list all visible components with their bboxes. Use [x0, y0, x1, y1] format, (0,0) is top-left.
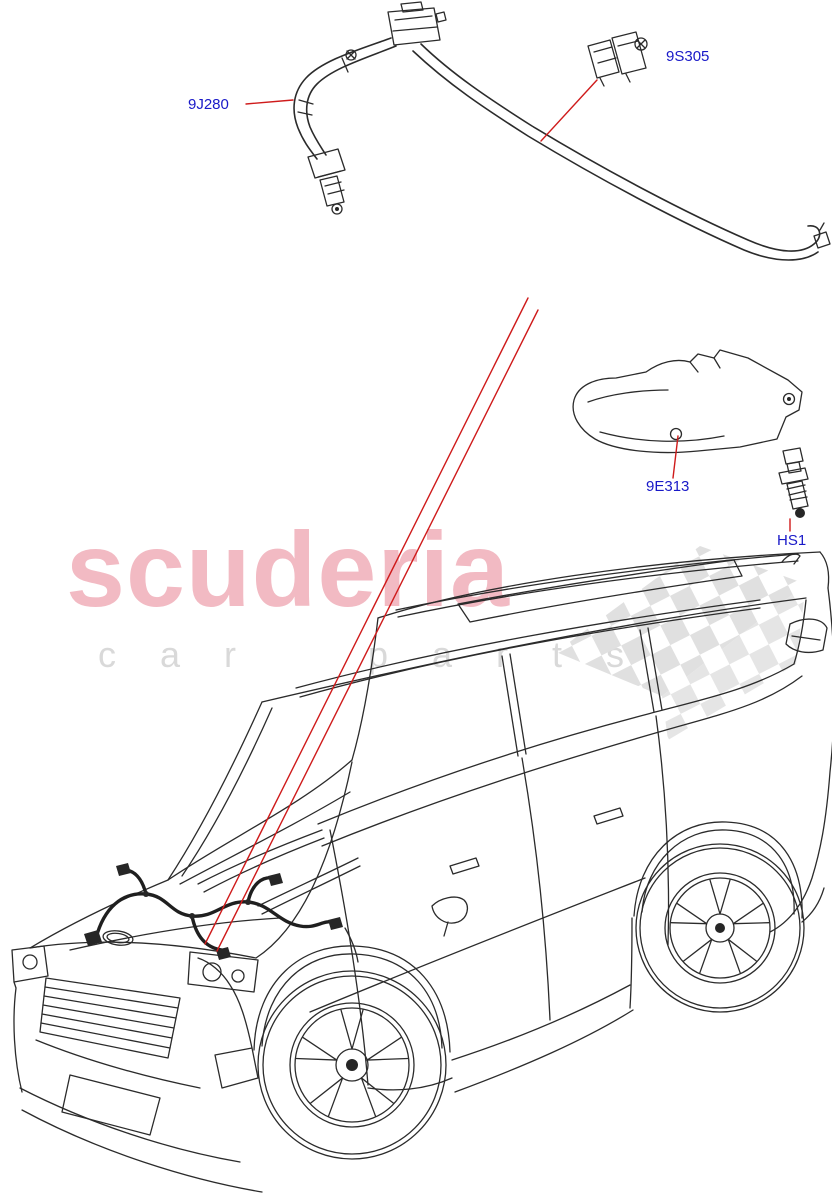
vehicle-line-art	[11, 551, 832, 1193]
part-label-9S305[interactable]: 9S305	[666, 48, 710, 65]
watermark-subtitle: car parts	[98, 634, 669, 675]
part-label-9E313[interactable]: 9E313	[646, 478, 690, 495]
sensor-HS1-art	[778, 447, 809, 518]
watermark-flag-icon	[556, 546, 806, 740]
leader-lines	[204, 79, 791, 952]
part-label-HS1[interactable]: HS1	[777, 532, 807, 549]
bracket-9E313-art	[572, 349, 803, 454]
part-label-9J280[interactable]: 9J280	[188, 96, 229, 113]
engine-bay-harness-art	[84, 863, 343, 960]
connector-9S305-art	[587, 31, 648, 87]
harness-9J280-art	[293, 1, 831, 261]
